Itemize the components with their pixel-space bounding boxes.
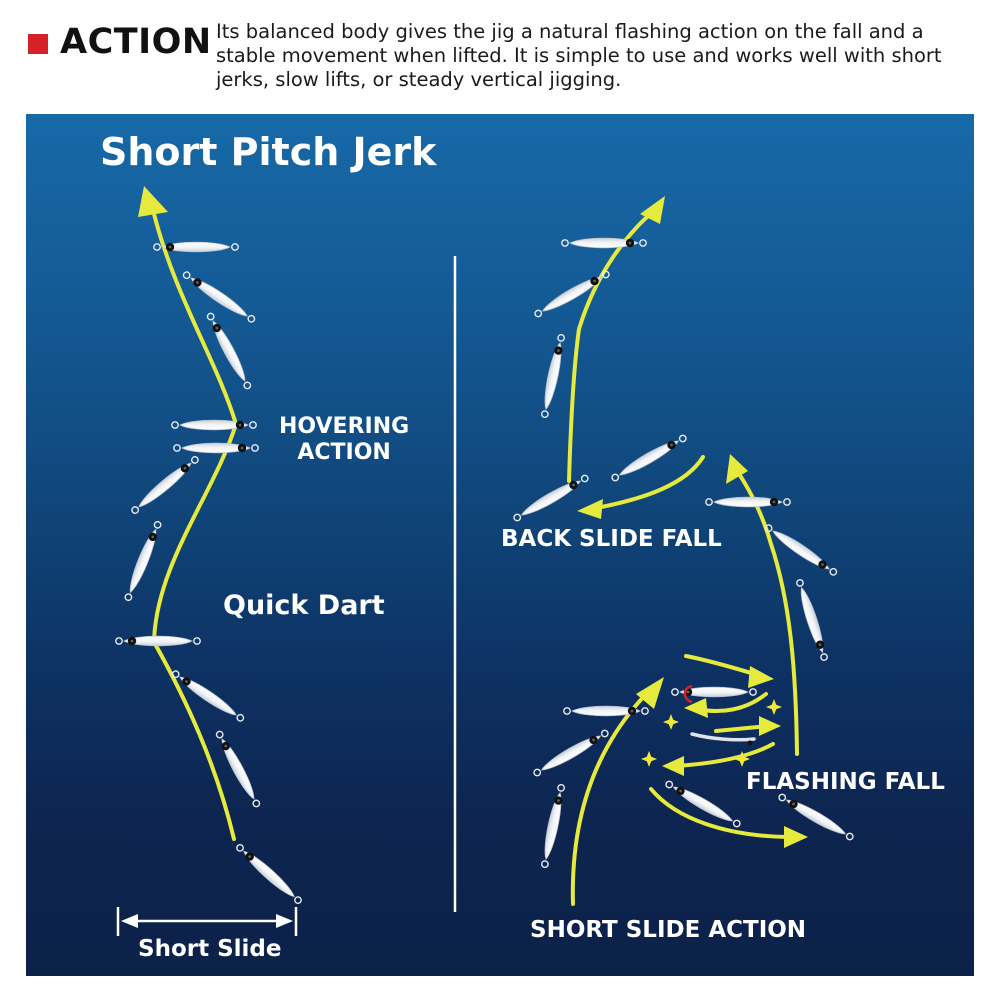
back-slide-fall-label: BACK SLIDE FALL	[501, 526, 722, 552]
lure-icon	[128, 453, 202, 517]
diagram-title: Short Pitch Jerk	[100, 130, 437, 174]
description-line: Its balanced body gives the jig a natura…	[216, 20, 924, 43]
back-slide-path	[567, 207, 705, 511]
lure-icon	[121, 519, 165, 603]
header: ACTION Its balanced body gives the jig a…	[0, 0, 1000, 110]
path-arrow-head-icon	[577, 499, 603, 519]
lure-icon	[705, 496, 791, 508]
path-arrow-head-icon	[636, 677, 664, 709]
lure-icon	[233, 841, 305, 907]
quick-dart-label: Quick Dart	[223, 590, 385, 621]
lure-edge-icon	[690, 732, 756, 742]
description-line: jerks, slow lifts, or steady vertical ji…	[216, 68, 622, 91]
path-arrow-head-icon	[784, 826, 808, 848]
hook-icon	[683, 684, 693, 704]
sparkle-icon	[641, 751, 657, 767]
lure-icon	[115, 635, 201, 647]
path-arrow-head-icon	[748, 666, 774, 688]
sparkle-icon	[766, 699, 782, 715]
section-title: ACTION	[60, 22, 212, 62]
lure-icon	[173, 442, 259, 454]
short-slide-label: Short Slide	[138, 936, 282, 962]
lure-icon	[511, 471, 591, 525]
hovering-label-line: HOVERING	[279, 414, 410, 439]
lure-icon	[538, 783, 568, 869]
section-description: Its balanced body gives the jig a natura…	[216, 20, 984, 92]
short-slide-action-label: SHORT SLIDE ACTION	[530, 917, 807, 943]
lure-icon	[793, 577, 831, 663]
path-arrow-head-icon	[684, 698, 708, 718]
path-arrow-head-icon	[726, 454, 748, 484]
diagram-drawing	[115, 186, 856, 936]
left-lures	[115, 241, 305, 907]
short-slide-dimension	[116, 907, 298, 936]
lure-icon	[204, 310, 254, 392]
description-line: stable movement when lifted. It is simpl…	[216, 44, 942, 67]
lure-icon	[538, 333, 568, 419]
lure-icon	[171, 419, 257, 431]
path-arrow-head-icon	[662, 756, 684, 776]
red-square-bullet-icon	[28, 34, 48, 54]
hovering-action-label: HOVERING ACTION	[279, 414, 409, 466]
path-arrow-head-icon	[759, 716, 781, 736]
sparkle-icon	[663, 714, 679, 730]
jig-action-diagram: Short Pitch Jerk HOVERING ACTION Quick D…	[26, 114, 974, 976]
lure-icon	[561, 237, 647, 249]
lure-icon	[609, 431, 689, 485]
arrow-right-icon	[276, 914, 293, 928]
lure-icon	[531, 726, 611, 780]
hovering-label-line: ACTION	[297, 440, 391, 465]
flashing-fall-label: FLASHING FALL	[746, 769, 945, 795]
path-arrow-head-icon	[138, 186, 168, 217]
arrow-left-icon	[121, 914, 138, 928]
short-pitch-jerk-path	[151, 212, 239, 841]
path-arrow-head-icon	[640, 196, 665, 224]
